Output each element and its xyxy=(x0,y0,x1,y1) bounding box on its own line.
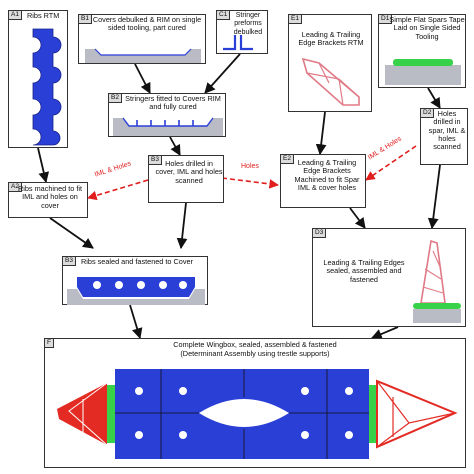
step-e2-box: E2 Leading & Trailing Edge Brackets Mach… xyxy=(280,154,366,208)
dashed-arrow-b3-a2 xyxy=(87,179,149,201)
dashed-arrow-b3-e2 xyxy=(221,177,279,189)
step-a2-box: A2 Ribs machined to fit IML and holes on… xyxy=(8,182,88,218)
step-label: Ribs machined to fit IML and holes on co… xyxy=(17,184,83,210)
step-f-box: F Complete Wingbox, sealed, assembled & … xyxy=(44,338,466,468)
step-tag: B3 xyxy=(148,155,162,165)
bracket-illustration xyxy=(301,57,360,106)
step-label: Leading & Trailing Edge Brackets RTM xyxy=(298,30,364,48)
step-tag: D2 xyxy=(420,108,435,118)
step-b3-box: B3 Holes drilled in cover, IML and holes… xyxy=(148,155,224,203)
stringer-cover-illustration xyxy=(113,117,223,136)
step-d2-box: D2 Holes drilled in spar, IML & holes sc… xyxy=(420,108,468,165)
step-subtitle: (Determinant Assembly using trestle supp… xyxy=(180,349,330,358)
step-tag: A2 xyxy=(8,182,22,192)
arrow-a2-b4 xyxy=(49,217,94,249)
step-b2-box: B2 Stringers fitted to Covers RIM and fu… xyxy=(108,93,226,137)
arrow-c1-b2 xyxy=(204,53,241,94)
step-label: Covers debulked & RIM on single sided to… xyxy=(92,15,202,33)
step-label: Holes drilled in spar, IML & holes scann… xyxy=(428,109,466,152)
step-tag: B1 xyxy=(78,14,92,24)
arrow-b1-b2 xyxy=(134,63,151,94)
step-label: Ribs sealed and fastened to Cover xyxy=(81,257,193,266)
arrow-d3-f xyxy=(371,326,399,340)
step-a1-box: A1 Ribs RTM xyxy=(8,10,68,148)
arrow-b2-b3 xyxy=(169,136,181,156)
step-label: Stringers fitted to Covers RIM and fully… xyxy=(125,94,221,112)
arrow-a1-a2 xyxy=(37,147,50,184)
step-d3-box: D3 Leading & Trailing Edges sealed, asse… xyxy=(312,228,466,327)
step-label: Holes drilled in cover, IML and holes sc… xyxy=(155,159,223,185)
arrow-e1-e2 xyxy=(315,111,327,156)
arrow-e2-d3 xyxy=(349,207,366,229)
step-tag: E1 xyxy=(288,14,302,24)
step-label: Leading & Trailing Edges sealed, assembl… xyxy=(323,258,405,284)
arrow-b3-b4 xyxy=(176,202,188,250)
step-label: Stringer preforms debulked xyxy=(233,12,263,36)
step-tag: E2 xyxy=(280,154,294,164)
rib-cover-illustration xyxy=(67,277,205,305)
cover-tool-illustration xyxy=(85,48,201,63)
step-title: Complete Wingbox, sealed, assembled & fa… xyxy=(173,340,337,349)
step-label: Leading & Trailing Edge Brackets Machine… xyxy=(294,158,360,192)
step-b1-box: B1 Covers debulked & RIM on single sided… xyxy=(78,14,206,64)
wingbox-illustration xyxy=(57,369,458,459)
step-e1-box: E1 Leading & Trailing Edge Brackets RTM xyxy=(288,14,372,112)
step-label: Ribs RTM xyxy=(27,11,60,20)
edge-assembly-illustration xyxy=(413,239,461,323)
step-label: Simple Flat Spars Tape Laid on Single Si… xyxy=(389,15,465,41)
scan-data-arrows xyxy=(87,145,417,201)
rib-illustration xyxy=(32,28,62,146)
step-c1-box: C1 Stringer preforms debulked xyxy=(216,10,268,54)
step-tag: D1 xyxy=(378,14,393,24)
step-tag: B3 xyxy=(62,256,76,266)
step-b4-box: B3 Ribs sealed and fastened to Cover xyxy=(62,256,208,305)
arrow-b4-f xyxy=(129,304,143,340)
arrow-d2-d3 xyxy=(427,164,441,230)
stringer-preform-illustration xyxy=(223,35,253,51)
arrow-d1-d2 xyxy=(427,87,441,109)
dashed-arrow-d2-e2 xyxy=(365,145,417,181)
step-tag: C1 xyxy=(216,10,231,20)
step-d1-box: D1 Simple Flat Spars Tape Laid on Single… xyxy=(378,14,466,88)
step-tag: A1 xyxy=(8,10,22,20)
arrow-label-holes: Holes xyxy=(241,163,259,170)
step-tag: D3 xyxy=(312,228,327,238)
flow-arrows xyxy=(37,53,441,340)
step-tag: F xyxy=(44,338,54,348)
step-tag: B2 xyxy=(108,93,122,103)
spar-tool-illustration xyxy=(385,59,461,85)
